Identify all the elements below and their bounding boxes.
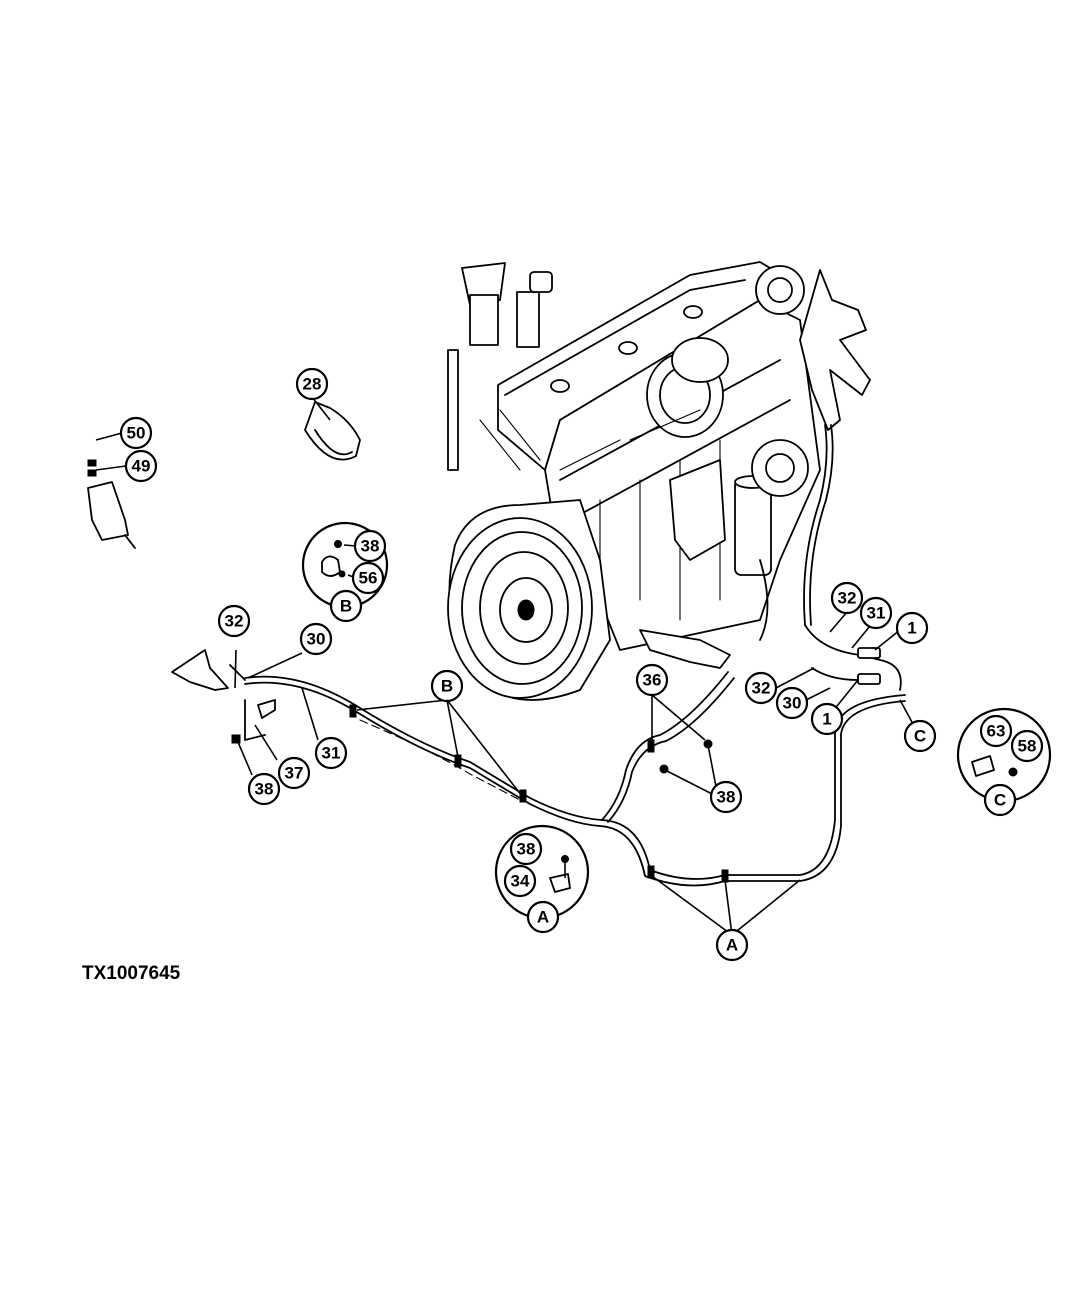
svg-text:34: 34 bbox=[511, 872, 530, 891]
svg-text:C: C bbox=[914, 727, 926, 746]
callout-32-left: 32 bbox=[217, 604, 251, 638]
svg-text:32: 32 bbox=[752, 679, 771, 698]
callout-38-left: 38 bbox=[247, 772, 281, 806]
clamp-part-28 bbox=[304, 401, 361, 461]
callout-37: 37 bbox=[277, 756, 311, 790]
callout-31-right: 31 bbox=[859, 596, 893, 630]
svg-text:1: 1 bbox=[907, 619, 916, 638]
svg-text:28: 28 bbox=[303, 375, 322, 394]
svg-text:38: 38 bbox=[255, 780, 274, 799]
svg-text:31: 31 bbox=[867, 604, 886, 623]
bolts-mid bbox=[651, 694, 719, 798]
svg-text:A: A bbox=[726, 936, 738, 955]
callout-38-detail-b: 38 bbox=[353, 529, 387, 563]
svg-text:38: 38 bbox=[717, 788, 736, 807]
callout-36: 36 bbox=[635, 663, 669, 697]
callout-c-hose: C bbox=[903, 719, 937, 753]
callout-49: 49 bbox=[124, 449, 158, 483]
svg-text:58: 58 bbox=[1018, 737, 1037, 756]
figure-id-label: TX1007645 bbox=[82, 963, 181, 984]
svg-text:B: B bbox=[340, 597, 352, 616]
svg-text:30: 30 bbox=[307, 630, 326, 649]
svg-text:38: 38 bbox=[361, 537, 380, 556]
callout-a-hose: A bbox=[715, 928, 749, 962]
hose-routing bbox=[244, 424, 906, 887]
svg-text:37: 37 bbox=[285, 764, 304, 783]
callout-56: 56 bbox=[351, 561, 385, 595]
svg-text:36: 36 bbox=[643, 671, 662, 690]
callout-b-hose: B bbox=[430, 669, 464, 703]
callout-34: 34 bbox=[503, 864, 537, 898]
callout-30-right: 30 bbox=[775, 686, 809, 720]
callout-50: 50 bbox=[119, 416, 153, 450]
svg-text:63: 63 bbox=[987, 722, 1006, 741]
callout-31-left: 31 bbox=[314, 736, 348, 770]
svg-text:31: 31 bbox=[322, 744, 341, 763]
callout-32-right: 32 bbox=[744, 671, 778, 705]
callout-a-detail: A bbox=[526, 900, 560, 934]
svg-text:30: 30 bbox=[783, 694, 802, 713]
svg-text:50: 50 bbox=[127, 424, 146, 443]
callout-30-left: 30 bbox=[299, 622, 333, 656]
svg-text:32: 32 bbox=[225, 612, 244, 631]
sensor-part-left bbox=[87, 459, 136, 549]
svg-text:56: 56 bbox=[359, 569, 378, 588]
svg-text:B: B bbox=[441, 677, 453, 696]
svg-text:49: 49 bbox=[132, 457, 151, 476]
svg-text:38: 38 bbox=[517, 840, 536, 859]
callout-b-detail: B bbox=[329, 589, 363, 623]
detail-a bbox=[494, 824, 590, 920]
svg-text:C: C bbox=[994, 791, 1006, 810]
callout-c-detail: C bbox=[983, 783, 1017, 817]
svg-text:A: A bbox=[537, 908, 549, 927]
callout-32-right-top: 32 bbox=[830, 581, 864, 615]
callout-38-mid: 38 bbox=[709, 780, 743, 814]
callout-63: 63 bbox=[979, 714, 1013, 748]
callout-1-bottom: 1 bbox=[810, 702, 844, 736]
callout-58: 58 bbox=[1010, 729, 1044, 763]
callout-28: 28 bbox=[295, 367, 329, 401]
svg-text:32: 32 bbox=[838, 589, 857, 608]
callout-1-top: 1 bbox=[895, 611, 929, 645]
callout-38-detail-a: 38 bbox=[509, 832, 543, 866]
leader-lines bbox=[95, 396, 914, 936]
engine-illustration bbox=[447, 261, 871, 701]
left-bracket-assembly bbox=[171, 649, 276, 744]
svg-text:1: 1 bbox=[822, 710, 831, 729]
